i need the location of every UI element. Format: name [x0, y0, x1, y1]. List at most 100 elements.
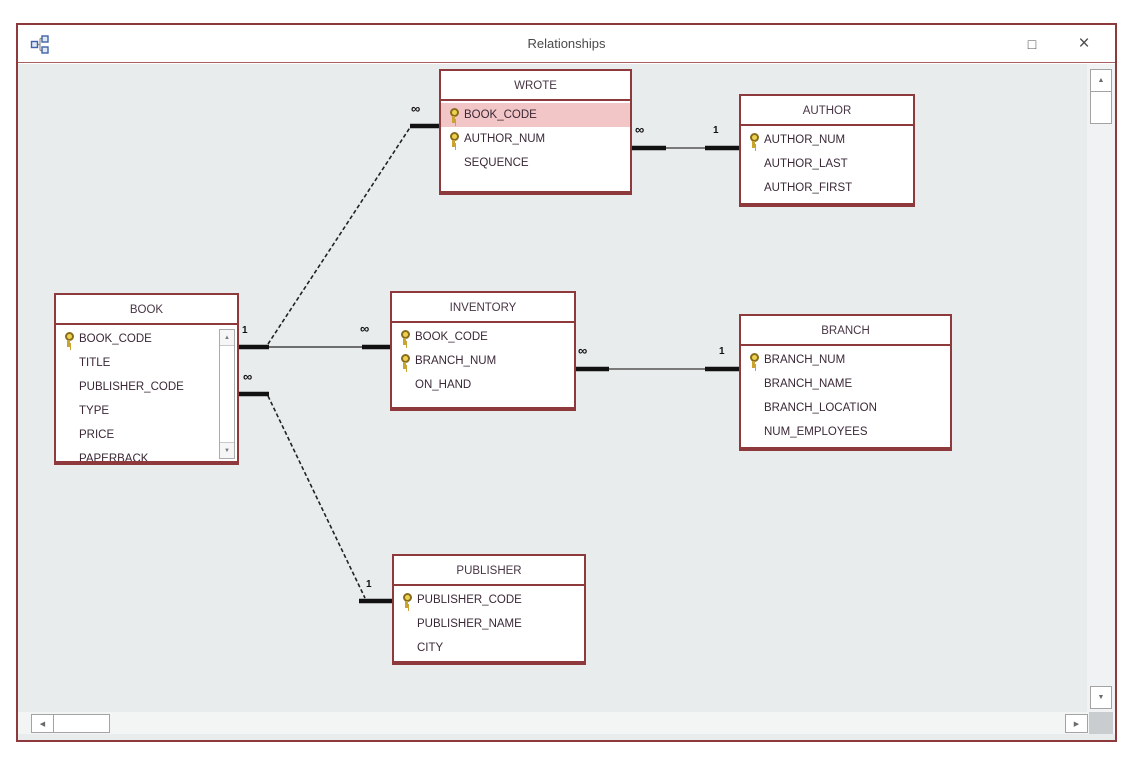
- maximize-button[interactable]: □: [1015, 29, 1049, 59]
- table-title[interactable]: AUTHOR: [741, 96, 913, 126]
- field-indent: [401, 641, 412, 656]
- field-row-price[interactable]: PRICE: [56, 423, 217, 447]
- field-row-branch_name[interactable]: BRANCH_NAME: [741, 372, 950, 396]
- cardinality-one-book-side: 1: [242, 325, 248, 336]
- field-indent: [63, 452, 74, 462]
- vertical-scroll-thumb[interactable]: [1090, 91, 1112, 124]
- field-indent: [63, 356, 74, 371]
- table-title[interactable]: WROTE: [441, 71, 630, 101]
- close-button[interactable]: ×: [1067, 29, 1101, 59]
- window-titlebar[interactable]: Relationships □ ×: [18, 25, 1115, 63]
- field-list: BOOK_CODE TITLE PUBLISHER_CODE TYPE PRICE PAP…: [56, 325, 237, 462]
- scroll-up-button[interactable]: ▲: [220, 330, 234, 346]
- scroll-down-button[interactable]: ▼: [220, 442, 234, 458]
- scroll-left-icon: ◀: [39, 720, 46, 728]
- vertical-scroll-up-button[interactable]: ▲: [1090, 69, 1112, 92]
- field-indent: [399, 378, 410, 393]
- field-name: BRANCH_NUM: [415, 355, 497, 367]
- primary-key-icon: [63, 331, 74, 347]
- field-row-type[interactable]: TYPE: [56, 399, 217, 423]
- horizontal-scroll-left-button[interactable]: ◀: [31, 714, 54, 733]
- field-name: SEQUENCE: [464, 157, 529, 169]
- cardinality-many-inventory-branch: ∞: [578, 343, 588, 358]
- field-list: AUTHOR_NUM AUTHOR_LAST AUTHOR_FIRST: [741, 126, 913, 200]
- scrollbar-corner: [1089, 712, 1113, 734]
- primary-key-icon: [748, 132, 759, 148]
- field-indent: [748, 181, 759, 196]
- field-row-paperback[interactable]: PAPERBACK: [56, 447, 217, 462]
- vertical-scrollbar-track[interactable]: [1087, 64, 1115, 713]
- field-row-author_last[interactable]: AUTHOR_LAST: [741, 152, 913, 176]
- field-name: PUBLISHER_CODE: [79, 381, 184, 393]
- field-row-on_hand[interactable]: ON_HAND: [392, 373, 574, 397]
- field-indent: [401, 617, 412, 632]
- field-name: BOOK_CODE: [79, 333, 152, 345]
- scroll-right-icon: ▶: [1073, 720, 1080, 728]
- horizontal-scroll-thumb[interactable]: [53, 714, 110, 733]
- table-title[interactable]: BOOK: [56, 295, 237, 325]
- field-row-author_num[interactable]: AUTHOR_NUM: [441, 127, 630, 151]
- vertical-scroll-down-button[interactable]: ▼: [1090, 686, 1112, 709]
- field-name: TITLE: [79, 357, 111, 369]
- field-row-num_employees[interactable]: NUM_EMPLOYEES: [741, 420, 950, 444]
- field-row-book_code[interactable]: BOOK_CODE: [56, 327, 217, 351]
- field-name: BRANCH_NAME: [764, 378, 853, 390]
- field-row-author_num[interactable]: AUTHOR_NUM: [741, 128, 913, 152]
- primary-key-icon: [748, 352, 759, 368]
- field-row-title[interactable]: TITLE: [56, 351, 217, 375]
- field-indent: [63, 380, 74, 395]
- table-title[interactable]: BRANCH: [741, 316, 950, 346]
- field-name: PUBLISHER_NAME: [417, 618, 522, 630]
- field-row-sequence[interactable]: SEQUENCE: [441, 151, 630, 175]
- table-author[interactable]: AUTHOR AUTHOR_NUM AUTHOR_LAST AUTHOR_FIRST: [739, 94, 915, 207]
- field-indent: [748, 157, 759, 172]
- field-indent: [748, 377, 759, 392]
- field-indent: [63, 404, 74, 419]
- primary-key-icon: [399, 329, 410, 345]
- table-inventory[interactable]: INVENTORY BOOK_CODE BRANCH_NUM ON_HAND: [390, 291, 576, 411]
- primary-key-icon: [399, 353, 410, 369]
- field-indent: [748, 425, 759, 440]
- field-list: PUBLISHER_CODE PUBLISHER_NAME CITY: [394, 586, 584, 660]
- field-row-branch_location[interactable]: BRANCH_LOCATION: [741, 396, 950, 420]
- table-title[interactable]: PUBLISHER: [394, 556, 584, 586]
- field-name: TYPE: [79, 405, 110, 417]
- cardinality-one-author-side: 1: [713, 125, 719, 136]
- book-field-scrollbar[interactable]: ▲ ▼: [219, 329, 235, 459]
- field-name: BOOK_CODE: [464, 109, 537, 121]
- maximize-icon: □: [1027, 36, 1037, 52]
- table-wrote[interactable]: WROTE BOOK_CODE AUTHOR_NUM SEQUENCE: [439, 69, 632, 195]
- table-title[interactable]: INVENTORY: [392, 293, 574, 323]
- field-name: AUTHOR_LAST: [764, 158, 848, 170]
- horizontal-scrollbar-track[interactable]: [18, 712, 1115, 734]
- field-row-book_code[interactable]: BOOK_CODE: [392, 325, 574, 349]
- horizontal-scroll-right-button[interactable]: ▶: [1065, 714, 1088, 733]
- cardinality-one-branch-side: 1: [719, 346, 725, 357]
- table-book[interactable]: BOOK BOOK_CODE TITLE PUBLISHER_CODE TYPE PRI…: [54, 293, 239, 465]
- scroll-down-icon: ▼: [1097, 694, 1105, 701]
- relationship-line-book-publisher[interactable]: [239, 391, 392, 604]
- table-publisher[interactable]: PUBLISHER PUBLISHER_CODE PUBLISHER_NAME CI…: [392, 554, 586, 665]
- field-name: ON_HAND: [415, 379, 472, 391]
- cardinality-many-inventory-side: ∞: [360, 321, 370, 336]
- close-icon: ×: [1078, 33, 1090, 54]
- field-row-city[interactable]: CITY: [394, 636, 584, 660]
- relationships-icon: [30, 35, 49, 54]
- field-row-author_first[interactable]: AUTHOR_FIRST: [741, 176, 913, 200]
- field-row-book_code[interactable]: BOOK_CODE: [441, 103, 630, 127]
- field-row-branch_num[interactable]: BRANCH_NUM: [741, 348, 950, 372]
- cardinality-many-wrote-author: ∞: [635, 122, 645, 137]
- field-row-branch_num[interactable]: BRANCH_NUM: [392, 349, 574, 373]
- field-list: BOOK_CODE AUTHOR_NUM SEQUENCE: [441, 101, 630, 175]
- field-row-publisher_code[interactable]: PUBLISHER_CODE: [56, 375, 217, 399]
- window-title: Relationships: [527, 36, 606, 51]
- field-row-publisher_name[interactable]: PUBLISHER_NAME: [394, 612, 584, 636]
- field-indent: [448, 156, 459, 171]
- field-name: AUTHOR_NUM: [464, 133, 546, 145]
- field-name: PRICE: [79, 429, 115, 441]
- field-name: CITY: [417, 642, 444, 654]
- field-row-publisher_code[interactable]: PUBLISHER_CODE: [394, 588, 584, 612]
- table-branch[interactable]: BRANCH BRANCH_NUM BRANCH_NAME BRANCH_LOCAT…: [739, 314, 952, 451]
- primary-key-icon: [401, 592, 412, 608]
